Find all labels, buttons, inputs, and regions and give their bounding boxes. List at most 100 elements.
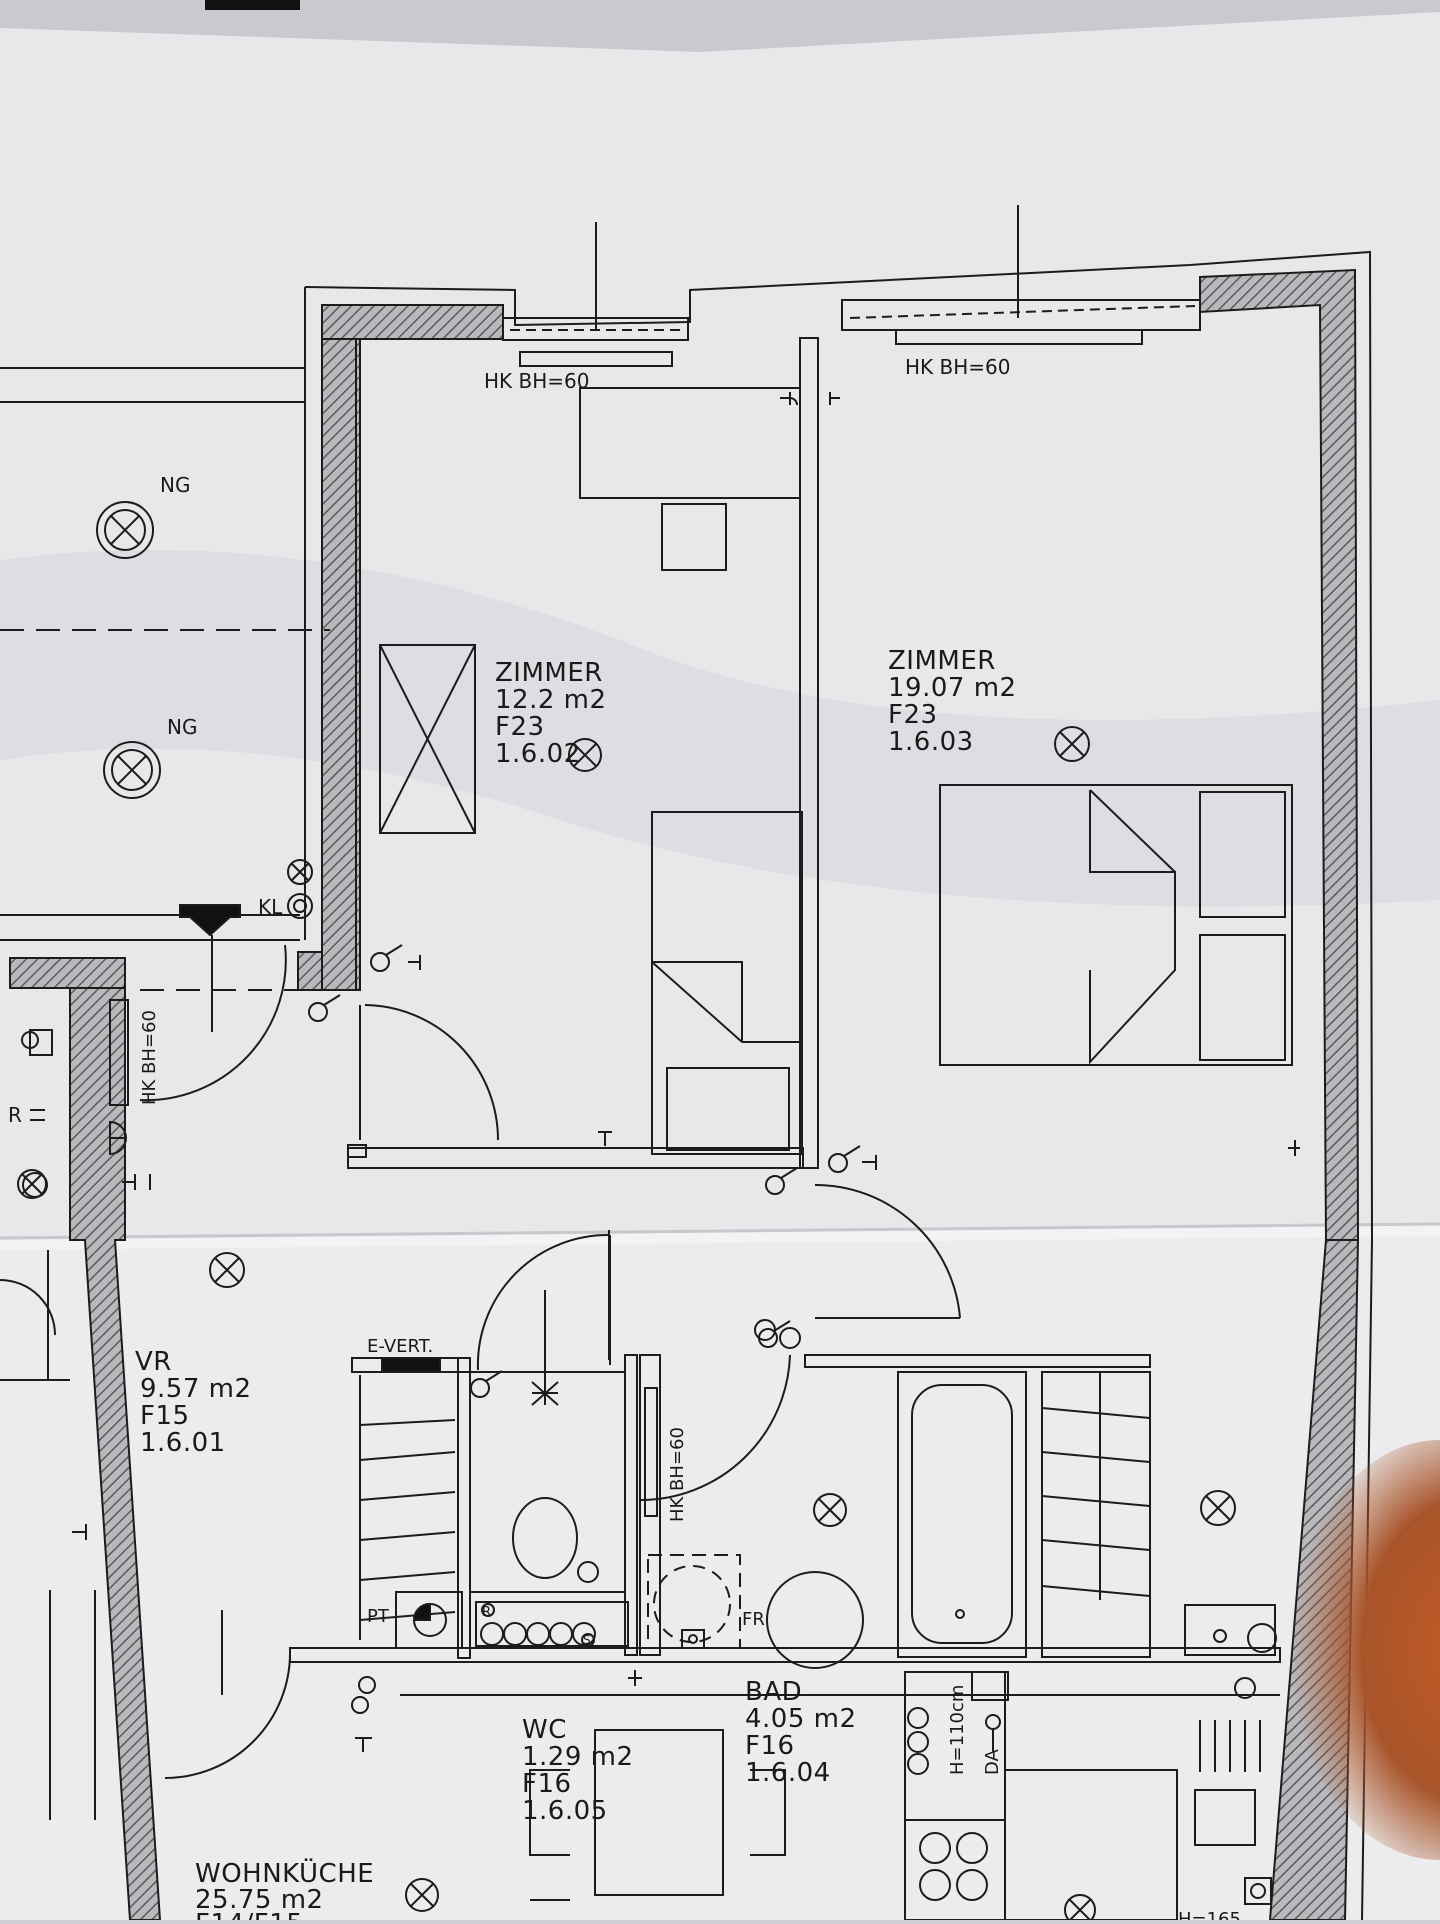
height-label: H=110cm — [947, 1685, 968, 1775]
room-code: 1.6.02 — [495, 739, 581, 769]
socket-icon — [598, 1131, 612, 1146]
washbasin-icon — [766, 1571, 864, 1669]
room-area: 4.05 m2 — [745, 1704, 857, 1734]
ceiling-light-wohnkueche — [405, 1878, 439, 1912]
ceiling-light-zimmer2 — [1054, 726, 1090, 762]
water-meters — [480, 1603, 596, 1647]
ceiling-light-ng-top — [96, 501, 154, 559]
pillow-zimmer2-b — [1199, 934, 1286, 1061]
room-floor: F16 — [522, 1769, 572, 1799]
room-name: WOHNKÜCHE — [195, 1857, 374, 1889]
room-area: 9.57 m2 — [140, 1374, 252, 1404]
room-floor: F23 — [888, 700, 938, 730]
door-arc-bad — [639, 1354, 791, 1501]
wall-partition-zimmer — [799, 337, 819, 1169]
door-arc-zimmer2 — [814, 1183, 961, 1319]
left-light-icon — [17, 1169, 47, 1199]
room-label-vr: VR 9.57 m2 F15 1.6.01 — [135, 1347, 252, 1458]
dining-chairs — [529, 1769, 786, 1901]
da-label: DA — [982, 1748, 1003, 1775]
paper-fold — [0, 1225, 1440, 1252]
radiator-zimmer2 — [895, 329, 1143, 345]
switch-icon — [470, 1370, 503, 1398]
ceiling-light-zimmer1 — [568, 738, 602, 772]
room-label-zimmer2: ZIMMER 19.07 m2 F23 1.6.03 — [888, 646, 1017, 757]
room-label-wc: WC 1.29 m2 F16 1.6.05 — [522, 1715, 634, 1826]
kitchen-sink — [1194, 1789, 1256, 1846]
wall-top-left-segment — [321, 304, 504, 340]
mirror-light-icon — [907, 1707, 929, 1775]
ng-label: NG — [160, 473, 190, 497]
room-name: WC — [522, 1715, 567, 1745]
washing-machine-dial — [1213, 1629, 1227, 1643]
ceiling-light-right — [1200, 1490, 1236, 1526]
bed2-blanket-diag — [1089, 789, 1176, 873]
top-dark-tab — [205, 0, 300, 10]
socket-icon — [780, 392, 798, 406]
ceiling-light-vr — [209, 1252, 245, 1288]
socket-group-kitchen — [971, 1671, 1009, 1701]
room-area: 1.29 m2 — [522, 1742, 634, 1772]
da-socket-icon — [985, 1714, 1001, 1752]
room-code: 1.6.01 — [140, 1428, 226, 1458]
pillow-zimmer1 — [666, 1067, 790, 1151]
bed-zimmer2 — [939, 784, 1293, 1066]
switch-icon — [765, 1167, 798, 1195]
wardrobe-vr — [359, 1375, 456, 1640]
e-vert-label: E-VERT. — [367, 1336, 433, 1357]
door-arc-entrance — [139, 944, 287, 1102]
water-meter-box — [475, 1601, 629, 1647]
room-floor: F15 — [140, 1401, 190, 1431]
pillow-zimmer2-a — [1199, 791, 1286, 918]
wc-room-box — [469, 1371, 626, 1593]
data-socket-icon — [351, 1676, 376, 1714]
door-arc-zimmer1 — [364, 1004, 499, 1141]
electrical-symbols — [17, 392, 1300, 1905]
bath-cabinet-shelves — [1041, 1372, 1151, 1600]
wall-zimmer1-left — [321, 304, 357, 991]
washing-machine-door — [1247, 1623, 1277, 1653]
boiler-icon-fill — [412, 1602, 431, 1621]
room-name: ZIMMER — [495, 658, 603, 688]
hk-label: HK BH=60 — [905, 355, 1010, 379]
washing-machine — [1184, 1604, 1276, 1656]
door-jamb-zimmer1 — [347, 1144, 367, 1158]
switch-pair-icon — [754, 1319, 801, 1349]
fr-label: FR — [742, 1609, 765, 1630]
e-vert-panel — [381, 1357, 441, 1373]
window-zimmer2-glass — [849, 305, 1196, 319]
boiler-box — [395, 1591, 463, 1649]
socket-icon — [72, 1524, 87, 1540]
hk-label: HK BH=60 — [139, 1010, 160, 1105]
room-area: 19.07 m2 — [888, 673, 1017, 703]
switch-icon — [828, 1145, 861, 1173]
bathtub-icon — [911, 1384, 1013, 1644]
room-code: 1.6.04 — [745, 1758, 831, 1788]
room-floor: F23 — [495, 712, 545, 742]
socket-icon — [355, 1737, 372, 1752]
wall-horizontal-mid — [289, 1647, 1281, 1663]
vent-icon — [577, 1561, 599, 1583]
socket-icon — [122, 1174, 151, 1190]
room-code: 1.6.03 — [888, 727, 974, 757]
wardrobe-cross-b — [379, 644, 476, 834]
room-name: BAD — [745, 1677, 802, 1707]
wardrobe-zimmer1 — [379, 644, 476, 834]
kl-socket-icon — [287, 859, 313, 919]
radiator-bad — [644, 1387, 658, 1517]
room-name: ZIMMER — [888, 646, 996, 676]
pt-label: PT — [367, 1606, 390, 1627]
kitchen-stripes — [1199, 1720, 1261, 1772]
radiator-vr — [109, 999, 129, 1106]
room-label-zimmer1: ZIMMER 12.2 m2 F23 1.6.02 — [495, 658, 607, 769]
hk-label: HK BH=60 — [667, 1427, 688, 1522]
room-area: 25.75 m2 — [195, 1885, 324, 1915]
left-fixture-1 — [29, 1029, 53, 1056]
room-area: 12.2 m2 — [495, 685, 607, 715]
wall-bad-top — [804, 1354, 1151, 1368]
ceiling-light-kitchen — [1064, 1894, 1096, 1924]
r-label: R — [8, 1103, 22, 1127]
bed-blanket-diag — [651, 961, 743, 1043]
bed-blanket-fold — [652, 961, 743, 1042]
